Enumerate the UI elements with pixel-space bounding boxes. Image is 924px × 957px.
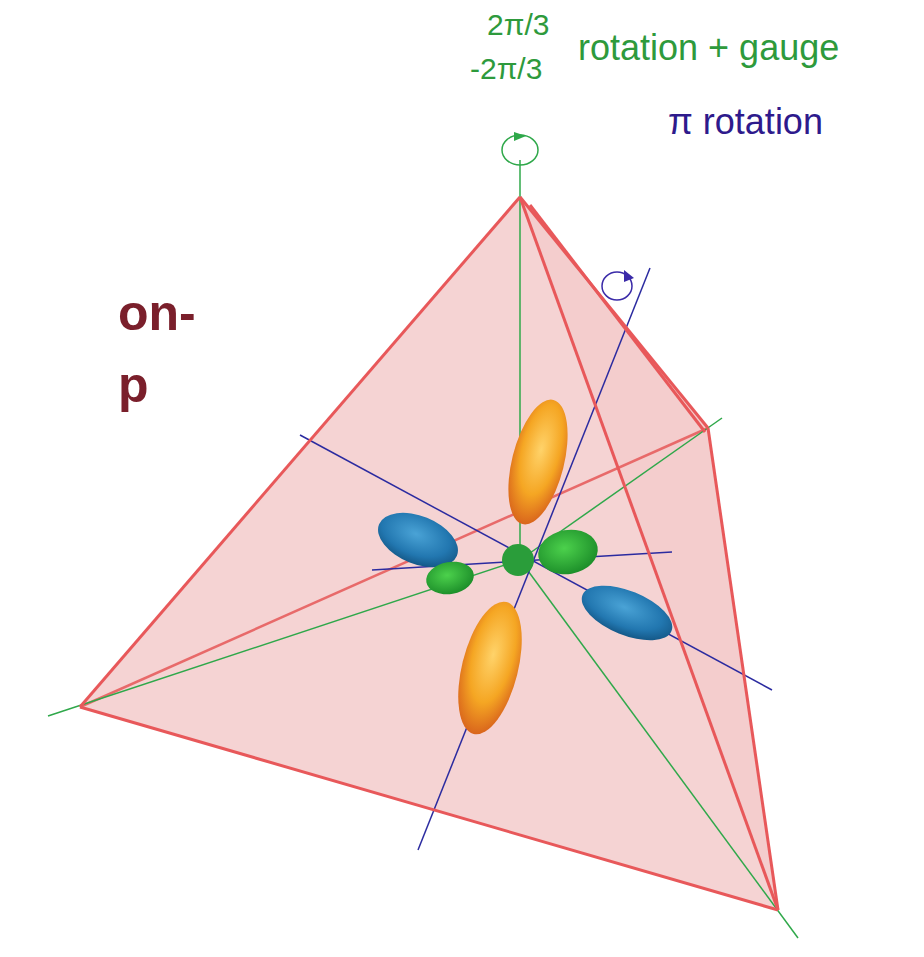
heading-fragment: p (118, 358, 149, 413)
angle-label: -2π/3 (470, 52, 542, 85)
axis-label: π rotation (668, 102, 823, 142)
heading-fragment: on- (118, 286, 196, 341)
axis-label: rotation + gauge (578, 28, 839, 68)
angle-label: 2π/3 (487, 8, 549, 41)
